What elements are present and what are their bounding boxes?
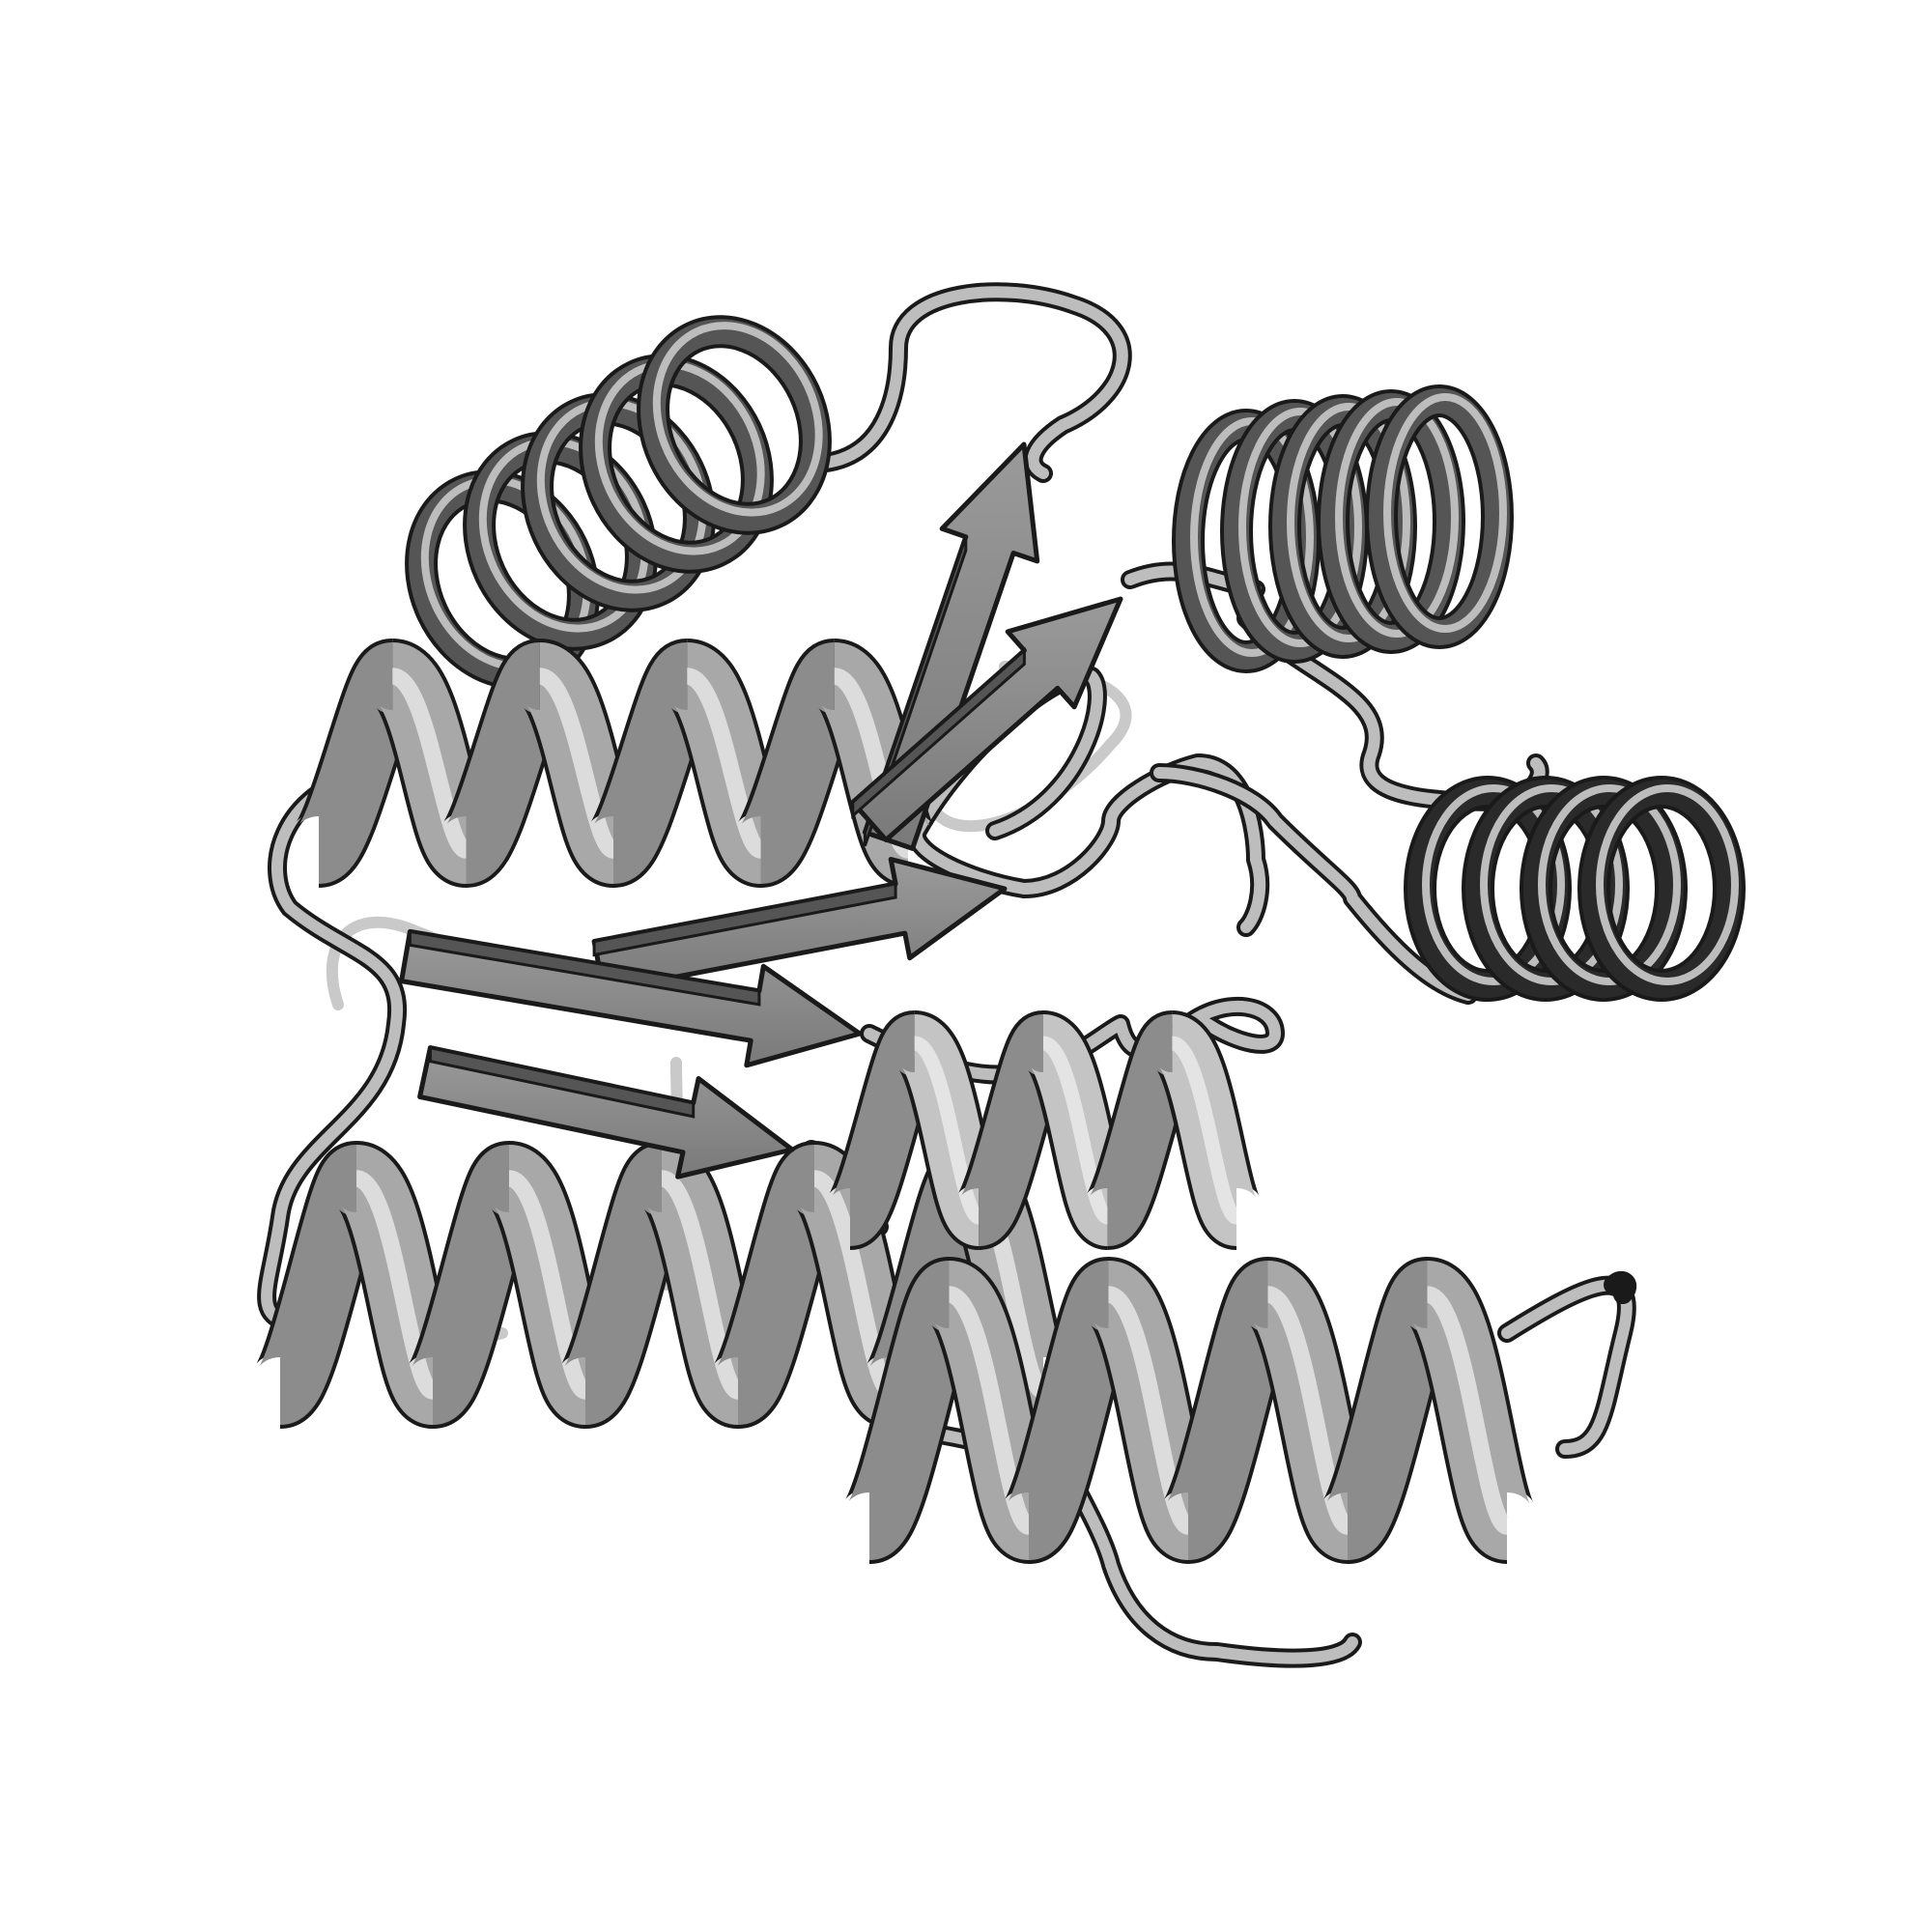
strand-4 bbox=[399, 928, 863, 1068]
helix-ribbon-highlight bbox=[1105, 1286, 1193, 1535]
strand-layer bbox=[399, 441, 1123, 1179]
strand-edge bbox=[428, 1045, 696, 1119]
helix-ribbon-highlight bbox=[1170, 1036, 1240, 1225]
helix-ribbon-back bbox=[958, 1014, 1072, 1246]
loop-mid-right bbox=[907, 666, 1270, 937]
helix-upper-long bbox=[294, 639, 935, 888]
helix-ribbon-highlight bbox=[1040, 1036, 1112, 1225]
helix-turn-edge bbox=[652, 322, 823, 517]
helix-ribbon-back bbox=[845, 1261, 977, 1560]
helix-ribbon-highlight bbox=[946, 1286, 1034, 1535]
loop-left bbox=[257, 763, 408, 1333]
helix-lower-right bbox=[842, 1257, 1535, 1564]
helix-ribbon-back bbox=[738, 642, 861, 884]
strand-2 bbox=[850, 596, 1123, 842]
helix-turn-edge bbox=[1335, 398, 1459, 638]
helix-ribbon-back bbox=[830, 1014, 944, 1246]
helix-ribbon-back bbox=[443, 642, 566, 884]
helix-ribbon-highlight bbox=[1264, 1286, 1352, 1535]
helix-ribbon-back bbox=[257, 1145, 384, 1425]
helix-turn-edge bbox=[594, 360, 765, 555]
helix-right-top bbox=[1172, 384, 1514, 673]
helix-ribbon-back bbox=[591, 642, 713, 884]
helix-ribbon-highlight bbox=[912, 1036, 982, 1225]
helix-turn-edge bbox=[1190, 417, 1314, 657]
helix-ribbon-highlight bbox=[684, 668, 765, 859]
helix-ribbon-back bbox=[715, 1145, 841, 1425]
helix-center-pale bbox=[827, 1010, 1262, 1250]
helix-ribbon-highlight bbox=[506, 1170, 590, 1400]
helix-turn-edge bbox=[478, 438, 649, 633]
helix-right-bottom bbox=[1404, 776, 1746, 1002]
helix-ribbon-highlight bbox=[389, 668, 470, 859]
helix-ribbon-back bbox=[562, 1145, 689, 1425]
helix-turn-edge bbox=[1287, 403, 1410, 642]
helix-turn-edge bbox=[1238, 408, 1362, 647]
strand-5 bbox=[417, 1045, 795, 1179]
strand-3 bbox=[591, 857, 1008, 993]
helix-ribbon-highlight bbox=[659, 1170, 743, 1400]
helix-ribbon-back bbox=[297, 642, 418, 884]
strand-arrow bbox=[591, 857, 1008, 993]
helix-turn-edge bbox=[536, 399, 707, 594]
helix-turn-edge bbox=[1596, 784, 1739, 985]
helix-ribbon-back bbox=[410, 1145, 536, 1425]
helix-turn-edge bbox=[1480, 784, 1623, 985]
helix-turn-edge bbox=[1422, 784, 1565, 985]
helix-turn-edge bbox=[1538, 784, 1681, 985]
helix-ribbon-back bbox=[1088, 1014, 1202, 1246]
helix-ribbon-back bbox=[1005, 1261, 1136, 1560]
strand-edge bbox=[408, 929, 761, 1007]
helix-turn-edge bbox=[1383, 393, 1507, 633]
loop-top bbox=[802, 282, 1132, 483]
helix-ribbon-highlight bbox=[1424, 1286, 1512, 1535]
helix-ribbon-back bbox=[1323, 1261, 1455, 1560]
strand-edge bbox=[851, 647, 1026, 819]
helix-ribbon-highlight bbox=[537, 668, 617, 859]
strand-edge bbox=[592, 882, 897, 957]
helix-layer bbox=[254, 315, 1746, 1564]
helix-ribbon-highlight bbox=[354, 1170, 438, 1400]
helix-top-left bbox=[405, 315, 832, 690]
helix-ribbon-back bbox=[1164, 1261, 1295, 1560]
